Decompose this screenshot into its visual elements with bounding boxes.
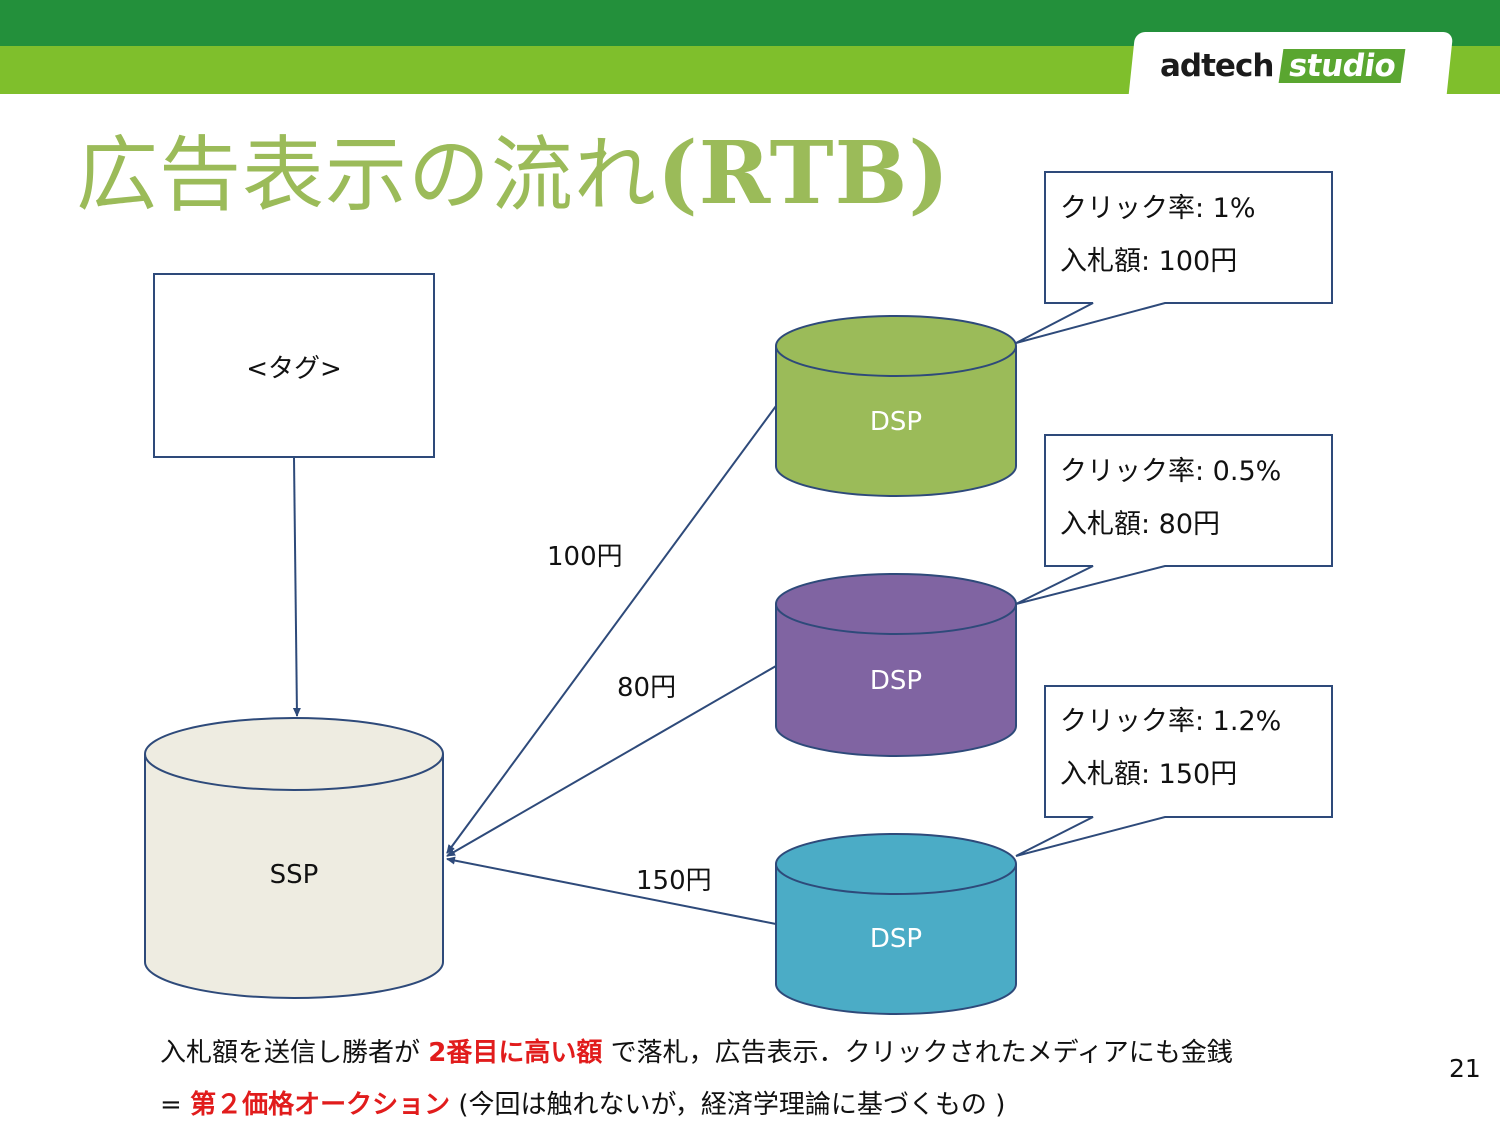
tag-box: [153, 273, 435, 458]
footer-line-2: = 第２価格オークション (今回は触れないが，経済学理論に基づくもの ): [160, 1084, 1005, 1121]
bid-arrow-label-1: 100円: [547, 542, 623, 572]
brand-word: adtech: [1160, 48, 1274, 84]
dsp-label-1: DSP: [869, 407, 923, 437]
brand-logo: adtech studio: [1160, 46, 1407, 86]
dsp-label-3: DSP: [869, 924, 923, 954]
slide-title-main: 広告表示の流れ: [76, 128, 658, 223]
callout-click-rate-1: クリック率: 1%: [1060, 193, 1256, 224]
dsp-cylinder-1: [775, 315, 1017, 497]
footer-line-2-text-b: (今回は触れないが，経済学理論に基づくもの ): [450, 1090, 1006, 1120]
callout-box-2: [1015, 434, 1333, 605]
bid-arrow-label-2: 80円: [617, 673, 677, 703]
slide-title-emphasis: (RTB): [657, 123, 951, 224]
footer-line-2-text-a: =: [160, 1090, 191, 1120]
callout-click-rate-3: クリック率: 1.2%: [1060, 706, 1282, 737]
callout-click-rate-2: クリック率: 0.5%: [1060, 456, 1282, 487]
page-number: 21: [1449, 1054, 1481, 1083]
callout-bid-2: 入札額: 80円: [1060, 509, 1221, 540]
footer-line-1-text-a: 入札額を送信し勝者が: [160, 1038, 429, 1068]
bid-arrow-label-3: 150円: [636, 866, 712, 896]
slide-title: 広告表示の流れ(RTB): [76, 108, 950, 224]
dsp-label-2: DSP: [869, 666, 923, 696]
ssp-cylinder: [144, 717, 444, 999]
dsp-cylinder-3: [775, 833, 1017, 1015]
bid-arrow-1: [446, 405, 777, 854]
callout-bid-1: 入札額: 100円: [1060, 246, 1238, 277]
footer-line-1: 入札額を送信し勝者が 2番目に高い額 で落札，広告表示．クリックされたメディアに…: [160, 1032, 1233, 1069]
callout-box-3: [1015, 685, 1333, 857]
ssp-label: SSP: [269, 860, 319, 890]
bid-arrow-3: [446, 856, 777, 925]
footer-highlight-2: 第２価格オークション: [190, 1090, 451, 1120]
footer-highlight-1: 2番目に高い額: [428, 1038, 603, 1068]
tag-to-ssp-arrow: [292, 457, 301, 717]
dsp-cylinder-2: [775, 573, 1017, 757]
tag-label: <タグ>: [246, 354, 342, 384]
callout-bid-3: 入札額: 150円: [1060, 759, 1238, 790]
callout-box-1: [1015, 171, 1333, 344]
footer-line-1-text-b: で落札，広告表示．クリックされたメディアにも金銭: [602, 1038, 1233, 1068]
bid-arrow-2: [446, 665, 777, 857]
